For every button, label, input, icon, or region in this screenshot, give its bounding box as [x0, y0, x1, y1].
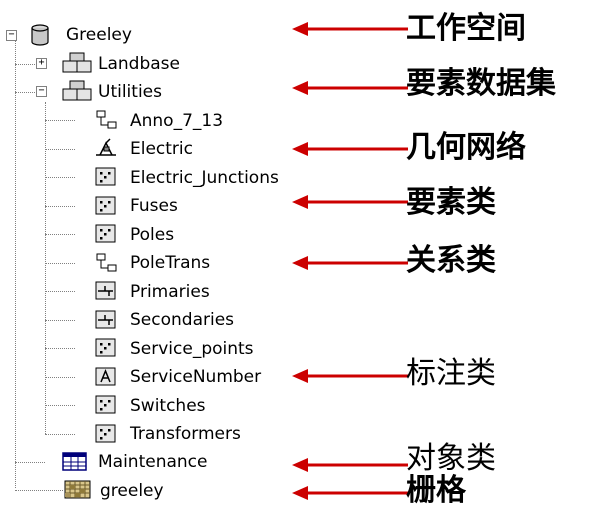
collapse-icon-root[interactable]: −: [6, 30, 17, 41]
tree-item-label[interactable]: Fuses: [130, 196, 178, 216]
arrow-left-icon: [292, 142, 408, 156]
tree-item-label[interactable]: Poles: [130, 225, 175, 245]
annotation-geometric-network: 几何网络: [406, 130, 526, 165]
database-icon: [31, 24, 49, 46]
annotation-class-icon: [96, 110, 117, 129]
arrow-left-icon: [292, 256, 408, 270]
arrow-left-icon: [292, 458, 408, 472]
tree-item-label[interactable]: Anno_7_13: [130, 111, 224, 131]
tree-line-maintenance: [15, 462, 45, 463]
line-feature-class-icon: [95, 281, 116, 300]
line-feature-class-icon: [95, 310, 116, 329]
collapse-icon-utilities[interactable]: −: [36, 86, 47, 97]
arrow-left-icon: [292, 369, 408, 383]
tree-item-maintenance-label[interactable]: Maintenance: [98, 452, 208, 472]
tree-line-child: [45, 348, 75, 349]
tree-item-label[interactable]: Service_points: [130, 339, 254, 359]
arrow-left-icon: [292, 195, 408, 209]
tree-line-landbase: [15, 64, 41, 65]
annotation-workspace: 工作空间: [406, 11, 526, 46]
annotation-object-class: 对象类: [406, 441, 496, 476]
annotation-relationship-class: 关系类: [406, 243, 496, 278]
tree-line-child: [45, 377, 75, 378]
tree-line-child: [45, 434, 75, 435]
point-feature-class-icon: [95, 395, 116, 414]
tree-line-child: [45, 206, 75, 207]
raster-icon: [64, 480, 91, 499]
tree-line-child: [45, 263, 75, 264]
tree-line-child: [45, 320, 75, 321]
tree-item-root-label[interactable]: Greeley: [66, 25, 132, 45]
tree-item-label[interactable]: PoleTrans: [130, 253, 211, 273]
tree-item-label[interactable]: ServiceNumber: [130, 367, 262, 387]
tree-item-label[interactable]: Transformers: [130, 424, 241, 444]
point-feature-class-icon: [95, 196, 116, 215]
feature-dataset-icon: [62, 80, 92, 101]
arrow-left-icon: [292, 22, 408, 36]
tree-line-child: [45, 177, 75, 178]
point-feature-class-icon: [95, 338, 116, 357]
annotation-annotation-class: 标注类: [406, 356, 496, 391]
tree-item-raster-label[interactable]: greeley: [100, 481, 164, 501]
tree-item-label[interactable]: Secondaries: [130, 310, 235, 330]
tree-item-label[interactable]: Electric: [130, 139, 193, 159]
feature-dataset-icon: [62, 52, 92, 73]
tree-line-utilities-children: [45, 102, 46, 434]
tree-line-child: [45, 120, 75, 121]
relationship-class-icon: [96, 253, 117, 272]
tree-line-child: [45, 149, 75, 150]
expand-icon-landbase[interactable]: +: [36, 58, 47, 69]
tree-line-child: [45, 234, 75, 235]
arrow-left-icon: [292, 486, 408, 500]
annotation-raster: 栅格: [406, 473, 466, 508]
tree-line-child: [45, 291, 75, 292]
tree-line-root: [15, 40, 16, 488]
annotation-class-icon: [95, 367, 116, 386]
point-feature-class-icon: [95, 224, 116, 243]
tree-line-raster: [15, 490, 63, 491]
tree-item-landbase-label[interactable]: Landbase: [98, 54, 180, 74]
tree-item-label[interactable]: Primaries: [130, 282, 210, 302]
tree-item-utilities-label[interactable]: Utilities: [98, 82, 162, 102]
tree-item-label[interactable]: Electric_Junctions: [130, 168, 279, 188]
tree-item-label[interactable]: Switches: [130, 396, 206, 416]
tree-line-utilities: [15, 92, 41, 93]
annotation-feature-class: 要素类: [406, 185, 496, 220]
table-icon: [62, 452, 87, 471]
annotation-feature-dataset: 要素数据集: [406, 66, 556, 101]
geometric-network-icon: [96, 138, 116, 156]
point-feature-class-icon: [95, 424, 116, 443]
point-feature-class-icon: [95, 167, 116, 186]
tree-line-child: [45, 405, 75, 406]
arrow-left-icon: [292, 81, 408, 95]
